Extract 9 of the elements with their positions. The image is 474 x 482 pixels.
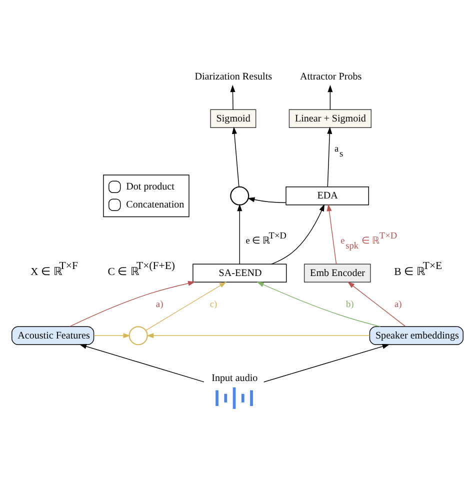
edge-label: a) [155,299,163,310]
node-label: Input audio [211,372,258,384]
legend-label: Concatenation [126,199,184,210]
edge-label: c) [209,299,217,310]
node-text: Diarization Results [194,71,272,82]
edge-label: b) [346,299,354,310]
legend-label: Dot product [126,181,174,192]
node-text: Attractor Probs [300,71,362,82]
edge-label: a) [394,299,402,310]
